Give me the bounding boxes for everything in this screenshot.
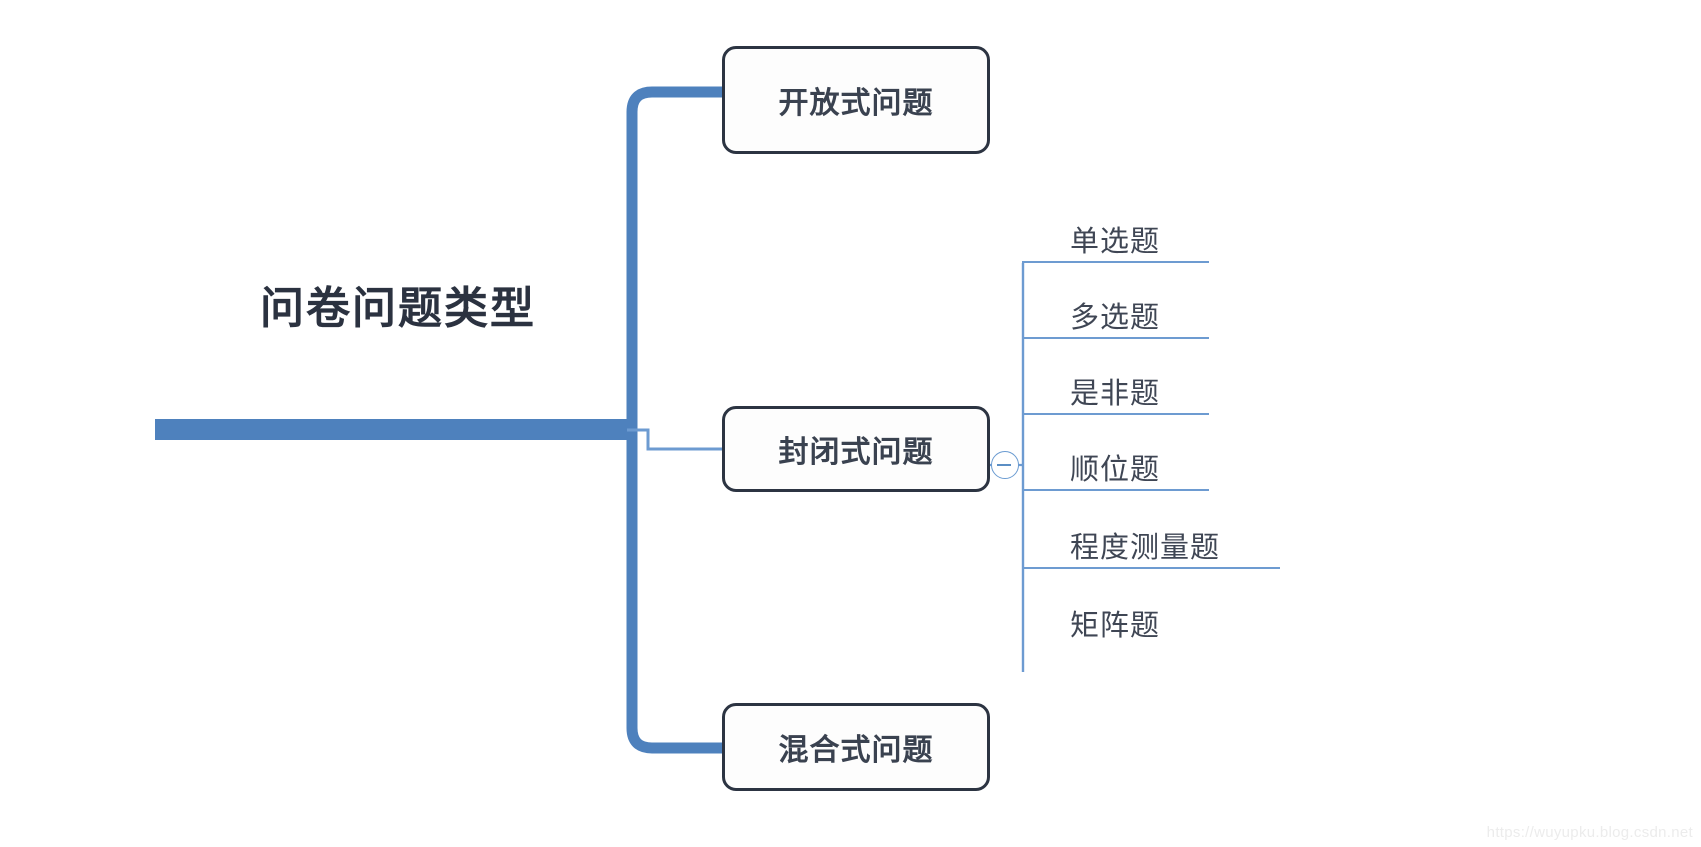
leaf-item-true-false[interactable]: 是非题 [1022,339,1209,415]
leaf-label-single-choice: 单选题 [1070,225,1161,258]
minus-circle-icon[interactable] [991,451,1019,479]
leaf-label-multiple-choice: 多选题 [1070,301,1161,334]
root-title: 问卷问题类型 [260,284,536,333]
branch-node-mixed[interactable]: 混合式问题 [722,703,990,791]
leaf-label-ranking: 顺位题 [1070,453,1161,486]
trunk-to-closed-branch [627,428,722,451]
branch-label-open: 开放式问题 [778,87,934,120]
leaf-item-matrix[interactable]: 矩阵题 [1022,569,1209,645]
branch-node-open[interactable]: 开放式问题 [722,46,990,154]
leaf-item-single-choice[interactable]: 单选题 [1022,188,1209,263]
leaf-item-ranking[interactable]: 顺位题 [1022,415,1209,491]
leaf-label-true-false: 是非题 [1070,377,1161,410]
trunk-to-mixed-branch [626,430,722,754]
root-bar [155,419,627,440]
leaf-item-scale[interactable]: 程度测量题 [1022,491,1280,569]
leaf-item-multiple-choice[interactable]: 多选题 [1022,263,1209,339]
branch-node-closed[interactable]: 封闭式问题 [722,406,990,492]
branch-label-closed: 封闭式问题 [778,436,934,469]
branch-label-mixed: 混合式问题 [778,734,934,767]
trunk-to-open-branch [626,86,722,436]
leaf-label-matrix: 矩阵题 [1070,609,1161,642]
watermark: https://wuyupku.blog.csdn.net [1486,824,1693,841]
leaf-label-scale: 程度测量题 [1070,531,1221,564]
